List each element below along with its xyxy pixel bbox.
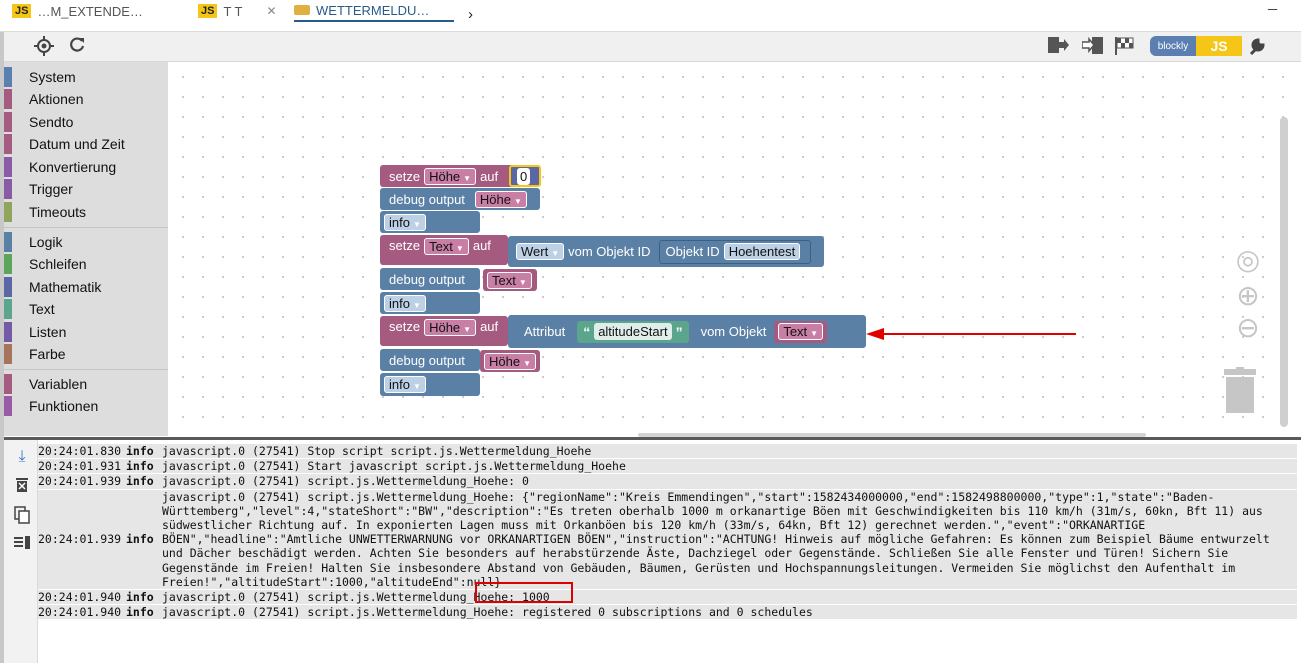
variable-dropdown[interactable]: Text▼ — [778, 323, 824, 340]
tab-3-active[interactable]: WETTERMELDU… — [294, 0, 454, 22]
log-level-dropdown[interactable]: info▼ — [384, 376, 426, 393]
export-icon[interactable] — [1047, 36, 1069, 58]
debug-output-block[interactable]: debug output — [380, 268, 480, 290]
horizontal-scrollbar[interactable] — [638, 433, 1146, 437]
category-divider — [4, 369, 168, 370]
tab-1-label: …M_EXTENDE… — [37, 3, 143, 19]
quote-open-icon: “ — [583, 323, 591, 340]
object-id-block[interactable]: Objekt ID Hoehentest — [658, 239, 812, 264]
window-left-edge — [0, 0, 4, 663]
category-farbe[interactable]: Farbe — [4, 344, 168, 364]
zoom-out-icon[interactable]: ⊖ — [1236, 312, 1260, 343]
js-badge-icon: JS — [198, 4, 218, 18]
copy-icon[interactable] — [12, 506, 32, 526]
import-icon[interactable] — [1081, 36, 1104, 58]
set-variable-block[interactable]: setze Höhe▼ auf — [380, 165, 540, 187]
variable-dropdown[interactable]: Text▼ — [487, 271, 532, 289]
list-format-icon[interactable] — [12, 536, 32, 556]
tab-2-label: T T — [223, 3, 243, 19]
category-trigger[interactable]: Trigger — [4, 179, 168, 199]
log-level-dropdown[interactable]: info▼ — [384, 294, 426, 312]
category-funktionen[interactable]: Funktionen — [4, 396, 168, 416]
debug-output-block[interactable]: debug output Höhe▼ — [380, 188, 540, 210]
category-datum-und-zeit[interactable]: Datum und Zeit — [4, 134, 168, 154]
category-listen[interactable]: Listen — [4, 322, 168, 342]
get-object-attribute-block[interactable]: Attribut “ altitudeStart ” vom Objekt Te… — [508, 315, 866, 348]
debug-level-row: info▼ — [380, 373, 480, 396]
debug-output-block[interactable]: debug output — [380, 349, 480, 371]
number-block[interactable]: 0 — [509, 165, 541, 187]
variable-dropdown[interactable]: Höhe▼ — [484, 352, 536, 370]
vertical-scrollbar[interactable] — [1280, 117, 1288, 427]
debug-level-row: info▼ — [380, 211, 480, 233]
trash-icon[interactable] — [1224, 367, 1256, 413]
blockly-label: blockly — [1150, 36, 1196, 56]
category-konvertierung[interactable]: Konvertierung — [4, 157, 168, 177]
refresh-icon[interactable] — [66, 36, 88, 58]
blockly-js-switch-button[interactable]: blockly JS — [1150, 36, 1242, 56]
editor-tab-bar: JS …M_EXTENDE… JS T T ✕ WETTERMELDU… › _ — [0, 0, 1301, 32]
js-badge-icon: JS — [12, 4, 32, 18]
annotation-highlight-box — [475, 582, 573, 603]
category-logik[interactable]: Logik — [4, 232, 168, 252]
variable-get-block[interactable]: Text▼ — [774, 320, 828, 343]
close-icon[interactable]: ✕ — [266, 4, 277, 18]
attribute-dropdown[interactable]: Wert▼ — [516, 243, 565, 260]
category-timeouts[interactable]: Timeouts — [4, 202, 168, 222]
set-variable-block[interactable]: setze Text▼ auf — [380, 235, 508, 265]
category-sendto[interactable]: Sendto — [4, 112, 168, 132]
target-icon[interactable] — [33, 36, 55, 58]
category-mathematik[interactable]: Mathematik — [4, 277, 168, 297]
category-system[interactable]: System — [4, 67, 168, 87]
checkered-flag-icon[interactable] — [1114, 36, 1136, 58]
tab-3-label: WETTERMELDU… — [316, 2, 430, 18]
category-schleifen[interactable]: Schleifen — [4, 254, 168, 274]
variable-dropdown[interactable]: Höhe▼ — [424, 319, 477, 336]
wrench-icon[interactable] — [1246, 36, 1268, 58]
annotation-arrow — [866, 328, 1076, 340]
log-level-dropdown[interactable]: info▼ — [384, 213, 426, 231]
variable-dropdown[interactable]: Höhe▼ — [474, 190, 527, 208]
object-id-field[interactable]: Hoehentest — [723, 243, 801, 260]
log-toolbar: ⤓ — [4, 440, 38, 663]
variable-get-block[interactable]: Text▼ — [483, 269, 537, 291]
get-object-value-block[interactable]: Wert▼ vom Objekt ID Objekt ID Hoehentest — [508, 236, 824, 267]
quote-close-icon: ” — [675, 323, 683, 340]
trash-icon[interactable] — [12, 476, 32, 496]
zoom-in-icon[interactable]: ⊕ — [1236, 280, 1260, 311]
category-aktionen[interactable]: Aktionen — [4, 89, 168, 109]
category-variablen[interactable]: Variablen — [4, 374, 168, 394]
center-workspace-icon[interactable]: ◎ — [1235, 244, 1261, 275]
tab-2[interactable]: JS T T ✕ — [198, 0, 277, 22]
string-block[interactable]: “ altitudeStart ” — [577, 320, 689, 343]
folder-icon — [294, 5, 310, 15]
script-toolbar: blockly JS — [4, 32, 1301, 62]
category-divider — [4, 227, 168, 228]
string-field[interactable]: altitudeStart — [594, 323, 672, 340]
scroll-down-icon[interactable]: ⤓ — [18, 448, 26, 465]
blockly-workspace[interactable]: setze Höhe▼ auf 0 debug output Höhe▼ inf… — [168, 62, 1296, 437]
chevron-right-icon[interactable]: › — [468, 6, 473, 23]
minimize-icon[interactable]: _ — [1268, 0, 1277, 11]
variable-dropdown[interactable]: Text▼ — [424, 238, 469, 255]
set-variable-block[interactable]: setze Höhe▼ auf — [380, 316, 508, 346]
js-label: JS — [1196, 36, 1242, 56]
category-text[interactable]: Text — [4, 299, 168, 319]
debug-level-row: info▼ — [380, 292, 480, 314]
variable-get-block[interactable]: Höhe▼ — [480, 350, 540, 372]
tab-1[interactable]: JS …M_EXTENDE… — [12, 0, 143, 22]
block-category-list: System Aktionen Sendto Datum und Zeit Ko… — [4, 62, 168, 436]
variable-dropdown[interactable]: Höhe▼ — [424, 167, 477, 185]
